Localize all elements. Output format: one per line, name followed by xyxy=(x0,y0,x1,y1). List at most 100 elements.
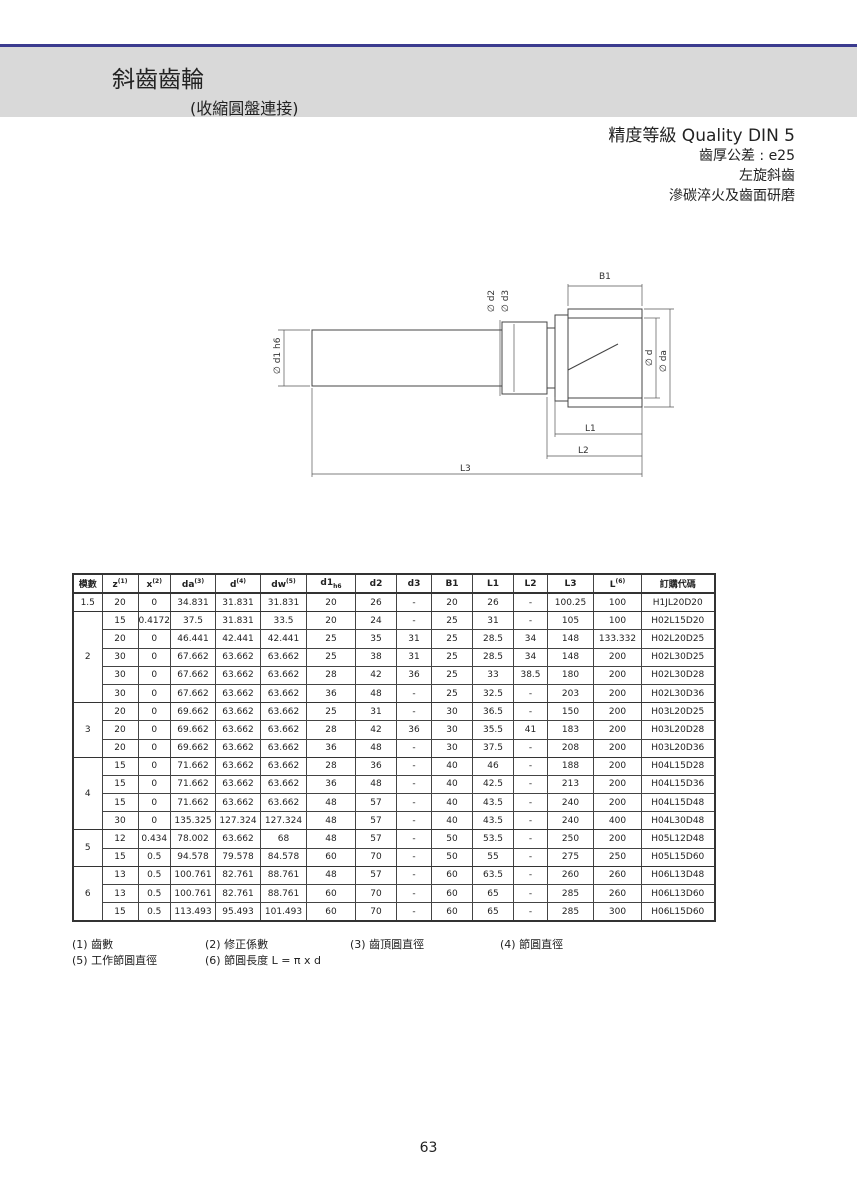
table-cell: 63.662 xyxy=(215,720,261,740)
table-cell: - xyxy=(396,774,432,795)
table-cell: 28.5 xyxy=(472,647,514,667)
label-d1h6: ∅ d1 h6 xyxy=(273,337,283,374)
table-cell: 63.662 xyxy=(260,774,307,795)
table-cell: 25 xyxy=(431,665,473,685)
table-cell: 0.5 xyxy=(137,902,171,922)
module-cell: 6 xyxy=(72,865,103,922)
table-cell: 100 xyxy=(593,592,642,613)
table-cell: - xyxy=(396,683,432,704)
table-cell: 68 xyxy=(260,829,307,849)
spec-block: 精度等級 Quality DIN 5 齒厚公差 : e25 左旋斜齒 滲碳淬火及… xyxy=(608,126,795,206)
table-cell: 50 xyxy=(431,847,473,867)
table-cell: 150 xyxy=(547,702,594,722)
table-cell: 15 xyxy=(101,774,139,795)
table-cell: H06L15D60 xyxy=(641,902,715,922)
table-cell: - xyxy=(513,702,548,722)
table-cell: 69.662 xyxy=(170,702,216,722)
table-cell: 25 xyxy=(431,611,473,631)
module-cell: 2 xyxy=(72,611,103,704)
table-cell: - xyxy=(396,829,432,849)
table-cell: 65 xyxy=(472,883,514,904)
table-cell: 240 xyxy=(547,793,594,813)
table-header-cell: dw(5) xyxy=(260,573,307,594)
table-cell: 25 xyxy=(306,702,356,722)
table-cell: 20 xyxy=(101,720,139,740)
table-cell: 31 xyxy=(396,647,432,667)
table-cell: 71.662 xyxy=(170,793,216,813)
table-cell: 63.662 xyxy=(260,720,307,740)
table-cell: H03L20D36 xyxy=(641,738,715,758)
table-cell: 48 xyxy=(355,683,397,704)
table-cell: 0.5 xyxy=(137,883,171,904)
table-cell: - xyxy=(513,756,548,776)
table-cell: H03L20D25 xyxy=(641,702,715,722)
table-cell: 28 xyxy=(306,756,356,776)
footnote-2: (2) 修正係數 xyxy=(205,938,269,951)
table-cell: 12 xyxy=(101,829,139,849)
table-header-cell: da(3) xyxy=(170,573,216,594)
table-cell: 69.662 xyxy=(170,738,216,758)
table-cell: 69.662 xyxy=(170,720,216,740)
table-cell: 20 xyxy=(101,629,139,649)
table-cell: 70 xyxy=(355,883,397,904)
table-cell: 25 xyxy=(431,683,473,704)
table-cell: - xyxy=(513,902,548,922)
table-cell: 0 xyxy=(137,793,171,813)
technical-drawing: B1 ∅ d2 ∅ d3 ∅ d1 h6 ∅ d ∅ da L1 L2 L3 xyxy=(273,272,674,477)
table-cell: 71.662 xyxy=(170,774,216,795)
table-cell: 36 xyxy=(355,756,397,776)
table-cell: 203 xyxy=(547,683,594,704)
footnote-3: (3) 齒頂圓直徑 xyxy=(350,938,425,951)
table-cell: 105 xyxy=(547,611,594,631)
gear-hub-outline xyxy=(554,314,569,402)
table-cell: 40 xyxy=(431,756,473,776)
table-cell: 48 xyxy=(306,865,356,886)
table-cell: 200 xyxy=(593,756,642,776)
table-cell: 250 xyxy=(593,847,642,867)
table-cell: 43.5 xyxy=(472,793,514,813)
table-header-cell: L1 xyxy=(472,573,514,594)
table-cell: 78.002 xyxy=(170,829,216,849)
module-cell: 1.5 xyxy=(72,592,103,613)
table-header-cell: B1 xyxy=(431,573,473,594)
table-header-cell: L(6) xyxy=(593,573,642,594)
label-l3: L3 xyxy=(460,464,471,474)
table-cell: 63.662 xyxy=(260,756,307,776)
table-cell: - xyxy=(513,883,548,904)
table-cell: 200 xyxy=(593,720,642,740)
table-cell: 60 xyxy=(306,847,356,867)
table-cell: 250 xyxy=(547,829,594,849)
table-cell: - xyxy=(396,756,432,776)
table-cell: 200 xyxy=(593,774,642,795)
table-cell: 46 xyxy=(472,756,514,776)
table-cell: 31.831 xyxy=(215,611,261,631)
table-cell: - xyxy=(513,774,548,795)
table-cell: 25 xyxy=(306,629,356,649)
table-cell: 275 xyxy=(547,847,594,867)
table-cell: 57 xyxy=(355,793,397,813)
table-cell: 63.662 xyxy=(260,683,307,704)
table-cell: 25 xyxy=(306,647,356,667)
table-cell: H02L30D25 xyxy=(641,647,715,667)
table-cell: 57 xyxy=(355,811,397,831)
table-cell: H05L12D48 xyxy=(641,829,715,849)
table-cell: 57 xyxy=(355,865,397,886)
table-cell: 26 xyxy=(472,592,514,613)
table-cell: 48 xyxy=(355,738,397,758)
table-cell: 20 xyxy=(101,702,139,722)
table-cell: 67.662 xyxy=(170,683,216,704)
table-cell: 285 xyxy=(547,902,594,922)
table-cell: 100 xyxy=(593,611,642,631)
table-cell: 200 xyxy=(593,665,642,685)
module-cell: 3 xyxy=(72,702,103,758)
table-cell: - xyxy=(396,865,432,886)
table-cell: 35 xyxy=(355,629,397,649)
table-cell: 63.662 xyxy=(215,702,261,722)
